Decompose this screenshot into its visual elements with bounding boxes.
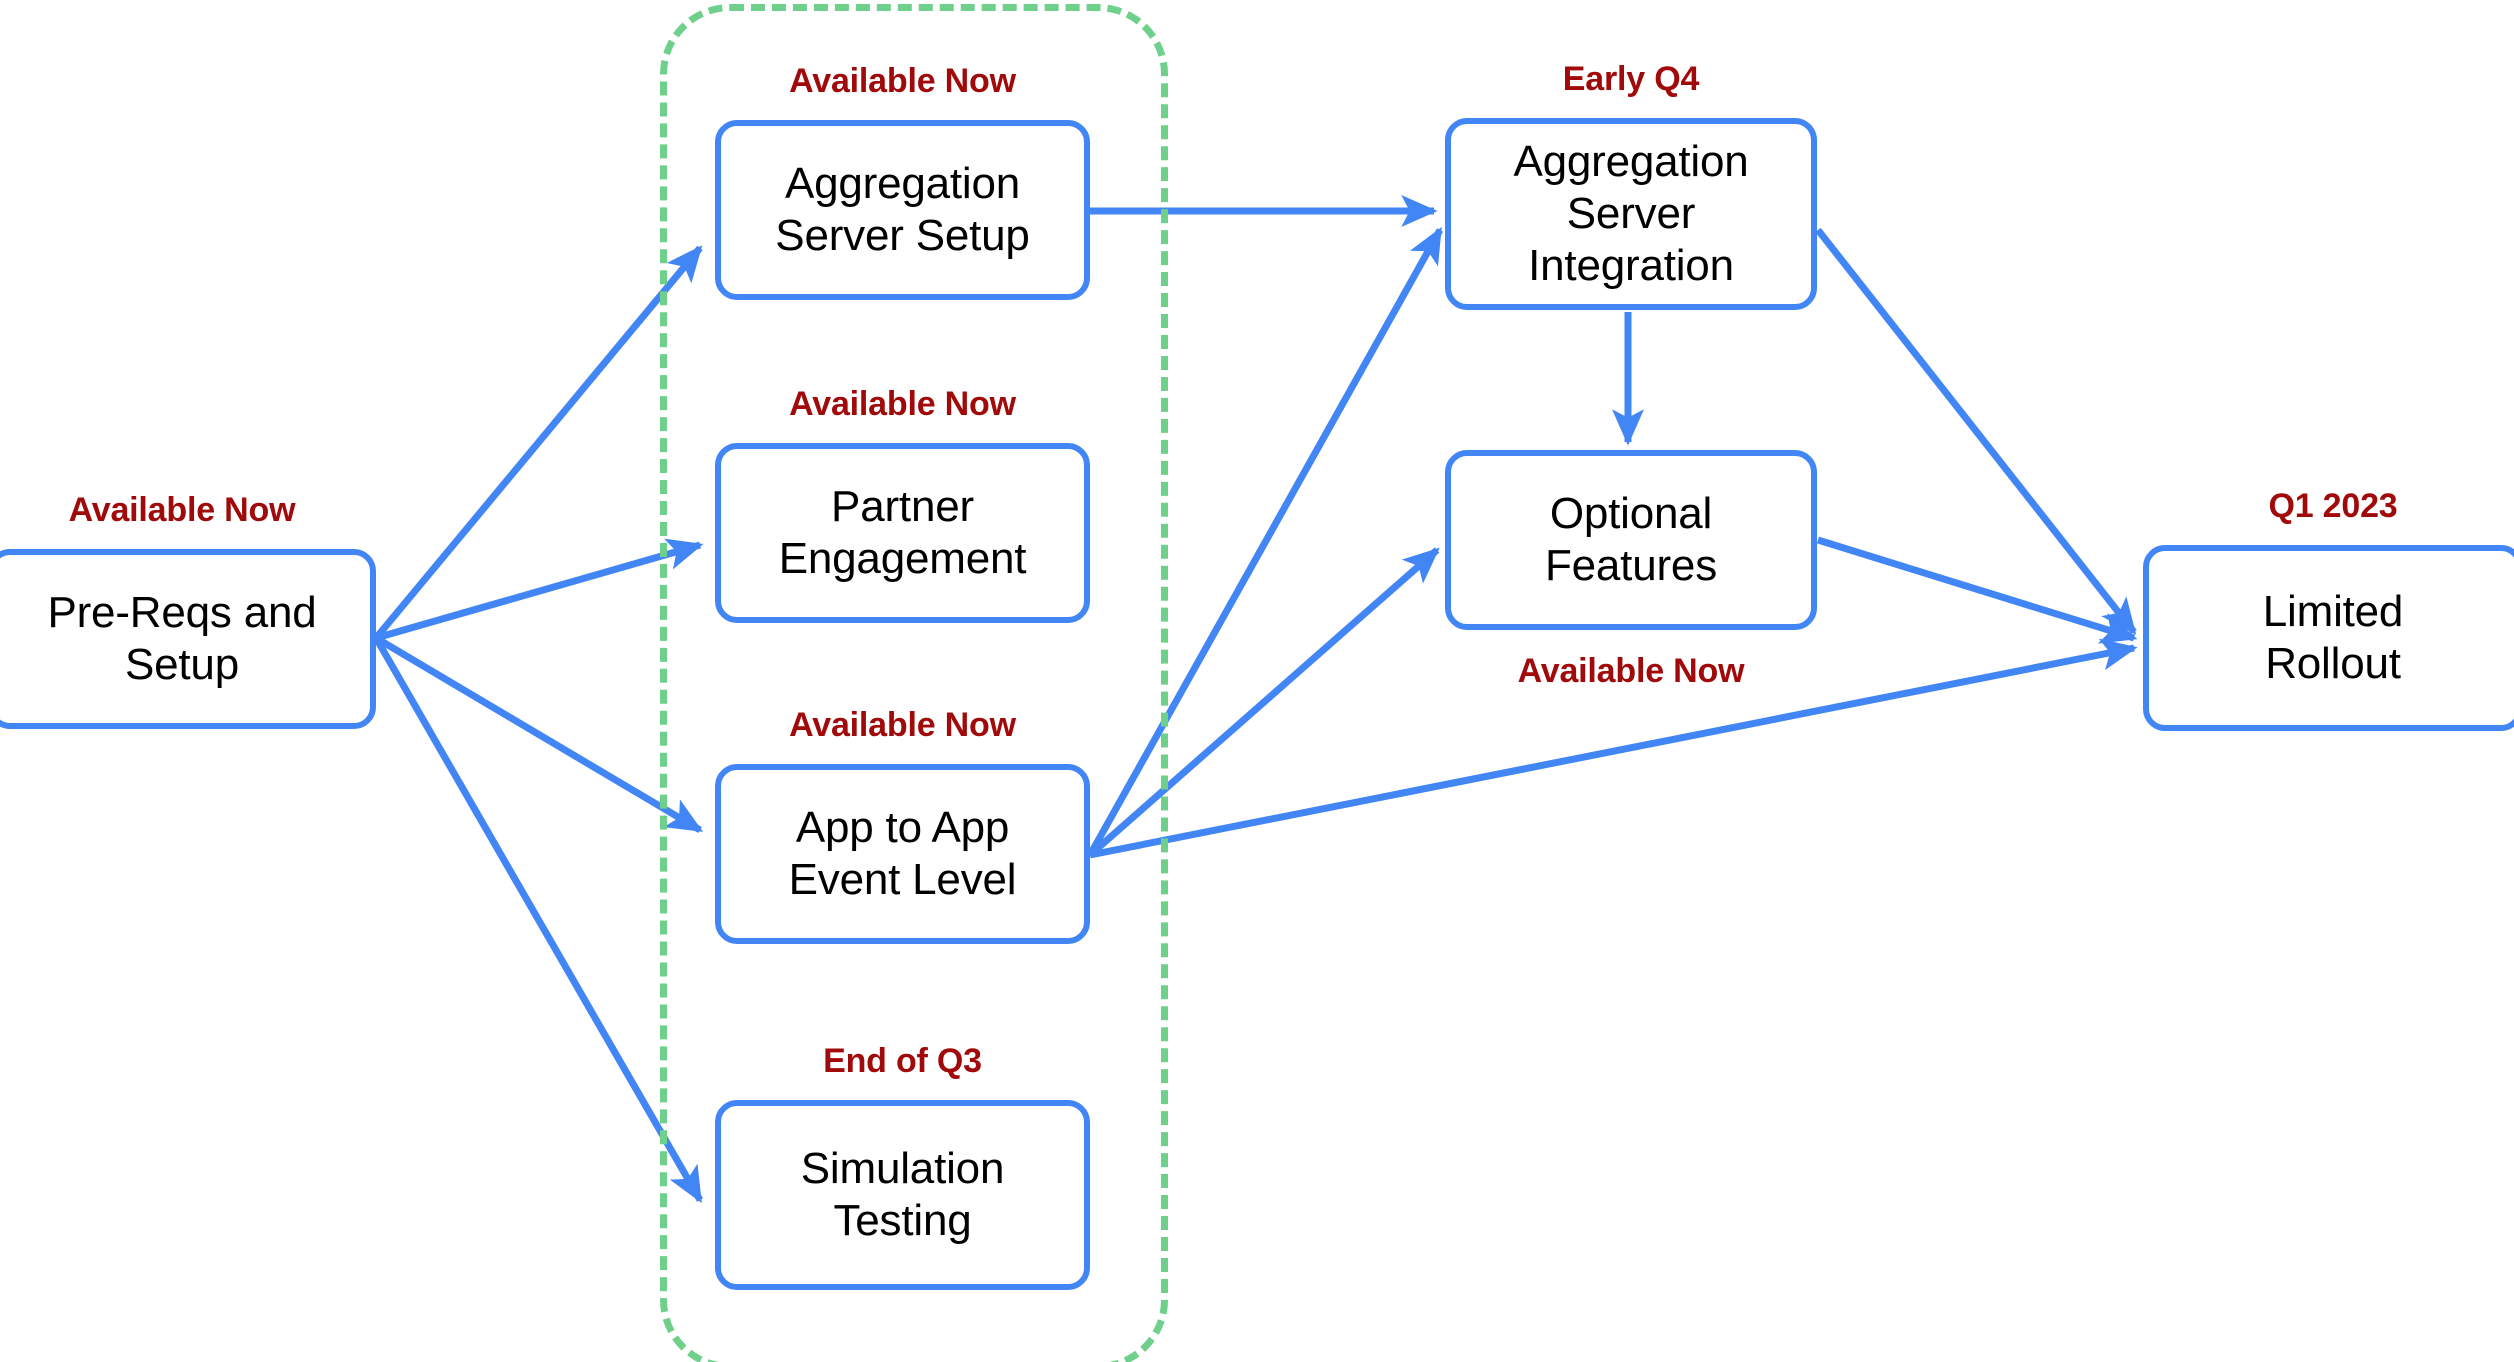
tag-aggregation-server-setup: Available Now [789, 62, 1016, 100]
edge-prereqs-to-aggregation-server-setup [373, 245, 703, 641]
edge-aggregation-server-integration-to-limited-rollout [1815, 227, 2137, 635]
node-label-limited-rollout: Limited Rollout [2262, 587, 2404, 688]
tag-partner-engagement: Available Now [789, 385, 1016, 423]
tag-simulation-testing: End of Q3 [823, 1042, 982, 1080]
node-label-app-to-app-event-level: App to App Event Level [788, 803, 1017, 904]
node-aggregation-server-setup[interactable]: Aggregation Server Setup [715, 120, 1090, 300]
node-simulation-testing[interactable]: Simulation Testing [715, 1100, 1090, 1290]
edge-app-to-app-to-aggregation-server-integration [1086, 226, 1444, 857]
edge-prereqs-to-app-to-app-event-level [374, 634, 704, 834]
tag-optional-features: Available Now [1517, 652, 1745, 690]
tag-pre-reqs-and-setup: Available Now [68, 491, 296, 529]
node-label-aggregation-server-setup: Aggregation Server Setup [775, 159, 1030, 260]
node-partner-engagement[interactable]: Partner Engagement [715, 443, 1090, 623]
node-pre-reqs-and-setup[interactable]: Pre-Reqs and Setup [0, 549, 376, 729]
edge-app-to-app-to-limited-rollout [1089, 638, 2138, 859]
node-app-to-app-event-level[interactable]: App to App Event Level [715, 764, 1090, 944]
node-optional-features[interactable]: Optional Features [1445, 450, 1817, 630]
node-label-aggregation-server-integration: Aggregation Server Integration [1513, 137, 1749, 290]
node-limited-rollout[interactable]: Limited Rollout [2143, 545, 2514, 731]
tag-app-to-app-event-level: Available Now [789, 706, 1016, 744]
edge-optional-features-to-limited-rollout [1816, 536, 2138, 644]
tag-limited-rollout: Q1 2023 [2268, 487, 2398, 525]
node-aggregation-server-integration[interactable]: Aggregation Server Integration [1445, 118, 1817, 310]
node-label-simulation-testing: Simulation Testing [800, 1144, 1005, 1245]
node-label-optional-features: Optional Features [1544, 489, 1718, 590]
edge-prereqs-to-simulation-testing [372, 636, 704, 1204]
edge-prereqs-to-partner-engagement [375, 538, 704, 642]
edge-app-to-app-to-optional-features [1087, 547, 1440, 858]
node-label-partner-engagement: Partner Engagement [778, 482, 1027, 583]
node-label-pre-reqs-and-setup: Pre-Reqs and Setup [47, 588, 317, 689]
tag-aggregation-server-integration: Early Q4 [1562, 60, 1700, 98]
